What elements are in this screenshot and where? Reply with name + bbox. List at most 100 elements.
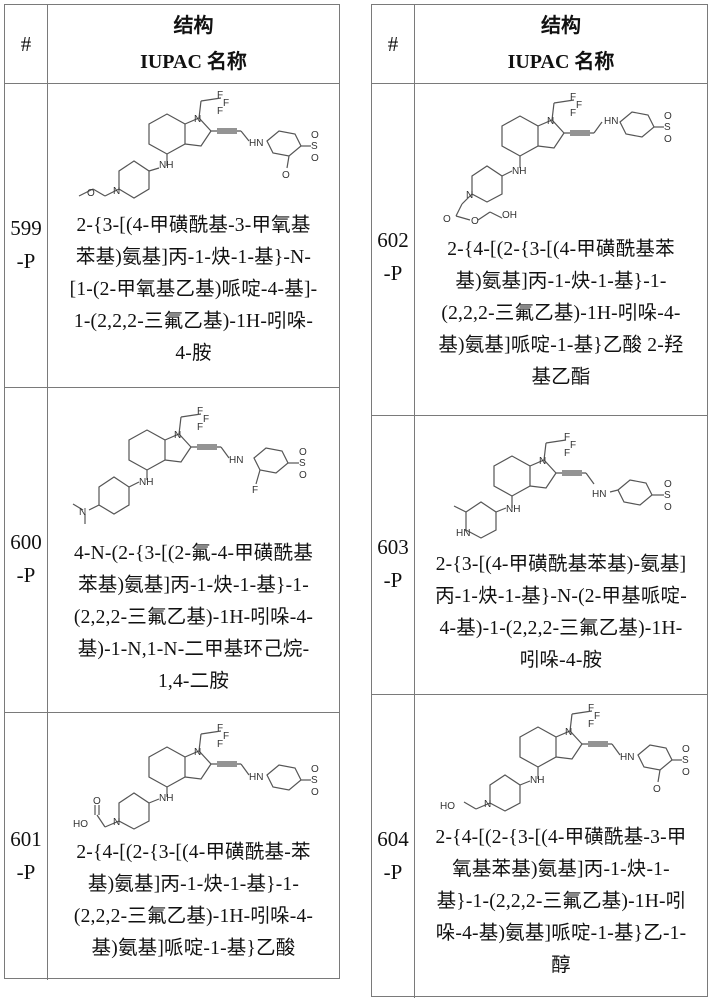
compound-row-600: 600-P (5, 388, 339, 713)
svg-text:O: O (282, 170, 290, 181)
compound-id: 600-P (5, 388, 48, 712)
svg-text:F: F (217, 90, 223, 101)
svg-text:O: O (664, 134, 672, 145)
structure-header-label: 结构 (541, 15, 581, 37)
svg-text:NH: NH (159, 160, 173, 171)
svg-text:F: F (570, 92, 576, 103)
svg-text:NH: NH (512, 166, 526, 177)
compound-id: 601 -P (5, 713, 48, 980)
iupac-name: 2-{4-[(2-{3-[(4-甲磺酰基-3-甲 氧基苯基)氨基]丙-1-炔-1… (435, 827, 687, 976)
compound-id-suffix: -P (383, 860, 403, 884)
table-header: # 结构 IUPAC 名称 (5, 5, 339, 84)
compound-id-number: 601 (10, 827, 42, 851)
svg-text:O: O (682, 767, 690, 778)
svg-text:NH: NH (530, 775, 544, 786)
svg-text:F: F (223, 731, 229, 742)
iupac-header-label: IUPAC 名称 (140, 51, 247, 73)
compound-id: 604 -P (372, 695, 415, 998)
compound-id-suffix: -P (16, 860, 36, 884)
svg-text:N: N (113, 186, 120, 197)
svg-text:N: N (113, 817, 120, 828)
compound-id-number: 599 (10, 216, 42, 240)
svg-text:HO: HO (440, 801, 455, 812)
compound-id-suffix: -P (16, 563, 36, 587)
svg-text:F: F (217, 106, 223, 117)
svg-text:O: O (664, 502, 672, 513)
svg-text:F: F (588, 703, 594, 714)
svg-text:O: O (299, 470, 307, 481)
svg-text:F: F (588, 719, 594, 730)
compound-id: 599 -P (5, 84, 48, 387)
svg-text:O: O (311, 130, 319, 141)
svg-text:NH: NH (159, 793, 173, 804)
compound-id-number: 604 (377, 827, 409, 851)
structure-header-label: 结构 (173, 15, 214, 37)
svg-text:N: N (466, 190, 473, 201)
svg-text:F: F (197, 406, 203, 417)
compound-id-suffix: -P (383, 568, 403, 592)
svg-text:N: N (539, 456, 546, 467)
iupac-name: 2-{3-[(4-甲磺酰基苯基)-氨基] 丙-1-炔-1-基}-N-(2-甲基哌… (435, 554, 687, 671)
svg-text:F: F (564, 432, 570, 443)
svg-text:O: O (299, 447, 307, 458)
svg-text:N: N (484, 799, 491, 810)
compound-id-suffix: -P (16, 249, 36, 273)
svg-text:F: F (570, 440, 576, 451)
compound-id-number: 602 (377, 228, 409, 252)
iupac-name: 2-{4-[(2-{3-[(4-甲磺酰基苯 基)氨基]丙-1-炔-1-基}-1-… (438, 239, 684, 388)
svg-text:S: S (311, 775, 318, 786)
svg-text:O: O (664, 479, 672, 490)
compound-id: 603 -P (372, 416, 415, 694)
svg-text:O: O (311, 764, 319, 775)
chemical-structure-icon: F F F N HN NH S O O O N O (48, 86, 339, 206)
svg-text:N: N (194, 114, 201, 125)
compound-row-601: 601 -P (5, 713, 339, 980)
svg-text:NH: NH (506, 504, 520, 515)
number-header-label: # (20, 31, 32, 56)
svg-text:F: F (217, 739, 223, 750)
svg-text:F: F (252, 485, 258, 496)
svg-text:F: F (570, 108, 576, 119)
svg-text:O: O (682, 744, 690, 755)
number-header-label: # (387, 31, 399, 56)
svg-text:OH: OH (502, 210, 517, 221)
compound-id: 602 -P (372, 84, 415, 415)
compound-row-602: 602 -P (372, 84, 707, 416)
svg-text:HO: HO (73, 819, 88, 830)
svg-text:S: S (311, 141, 318, 152)
iupac-name: 2-{4-[(2-{3-[(4-甲磺酰基-苯 基)氨基]丙-1-炔-1-基}-1… (73, 842, 314, 959)
svg-text:F: F (203, 414, 209, 425)
svg-text:S: S (299, 458, 306, 469)
compound-id-number: 603 (377, 535, 409, 559)
compound-id-suffix: -P (383, 261, 403, 285)
left-compound-table: # 结构 IUPAC 名称 599 -P (4, 4, 340, 980)
compound-row-603: 603 -P (372, 416, 707, 695)
svg-text:O: O (311, 153, 319, 164)
svg-text:S: S (664, 122, 671, 133)
svg-text:O: O (311, 787, 319, 798)
svg-text:HN: HN (456, 528, 470, 539)
svg-text:HN: HN (604, 116, 618, 127)
svg-text:HN: HN (592, 489, 606, 500)
svg-text:O: O (664, 111, 672, 122)
iupac-name: 4-N-(2-{3-[(2-氟-4-甲磺酰基 苯基)氨基]丙-1-炔-1-基}-… (73, 543, 314, 692)
svg-text:N: N (547, 116, 554, 127)
svg-text:HN: HN (249, 138, 263, 149)
svg-text:O: O (87, 188, 95, 199)
table-header: # 结构 IUPAC 名称 (372, 5, 707, 84)
svg-text:F: F (197, 422, 203, 433)
svg-text:F: F (223, 98, 229, 109)
svg-text:O: O (443, 214, 451, 225)
iupac-name: 2-{3-[(4-甲磺酰基-3-甲氧基 苯基)氨基]丙-1-炔-1-基}-N- … (69, 215, 318, 364)
svg-text:N: N (565, 727, 572, 738)
svg-text:N: N (194, 747, 201, 758)
svg-text:NH: NH (139, 477, 153, 488)
svg-text:N: N (174, 430, 181, 441)
svg-text:S: S (664, 490, 671, 501)
svg-text:F: F (217, 723, 223, 734)
svg-text:O: O (471, 216, 479, 226)
svg-text:F: F (564, 448, 570, 459)
